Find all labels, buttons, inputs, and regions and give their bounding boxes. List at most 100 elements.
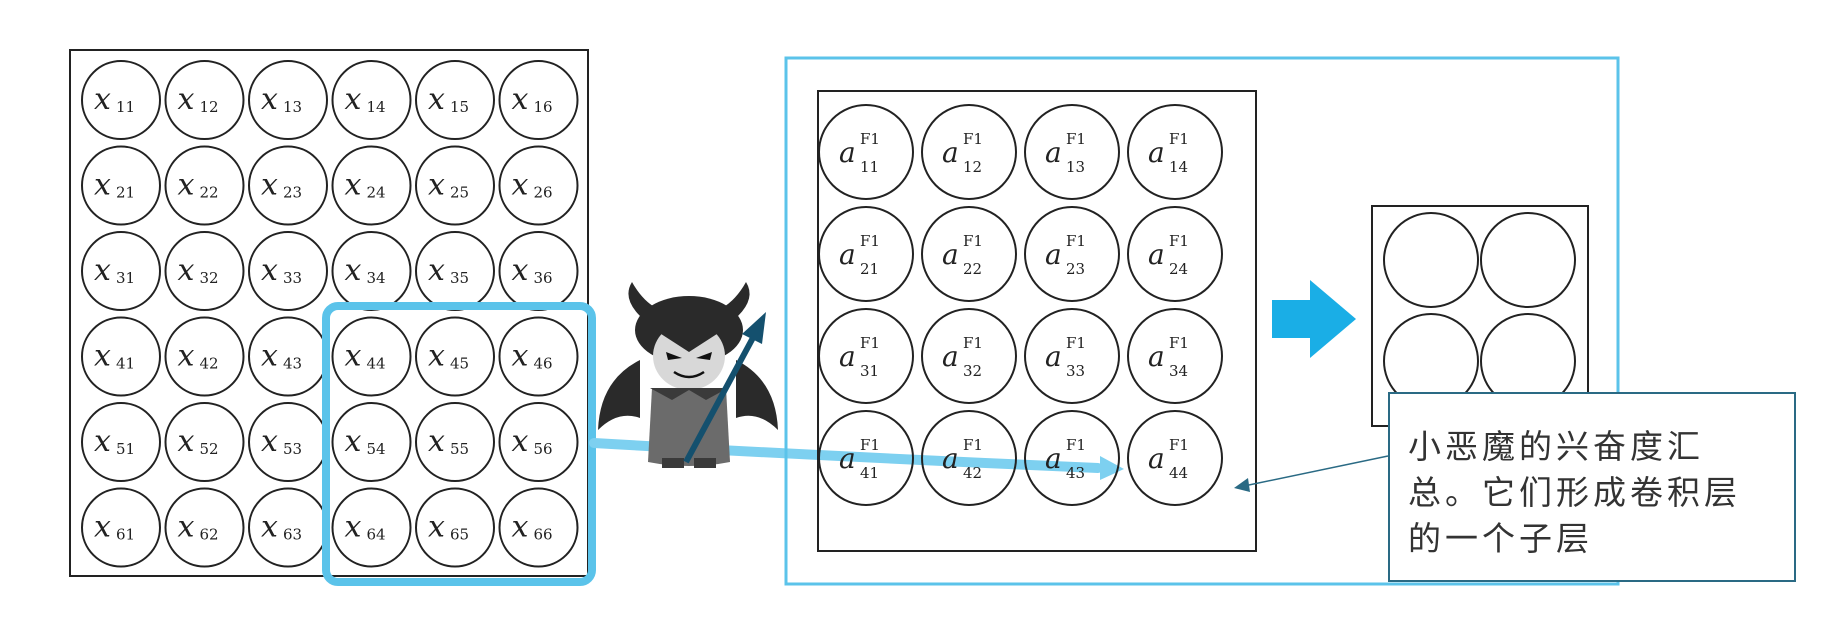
neuron-circle (498, 402, 579, 482)
neuron-subscript: 11 (860, 158, 879, 176)
neuron-circle (921, 206, 1017, 302)
neuron-subscript: 24 (367, 184, 386, 202)
annotation-line-1: 小恶魔的兴奋度汇 (1408, 427, 1704, 466)
neuron-circle (1127, 308, 1223, 404)
neuron-variable: x (178, 510, 195, 545)
excitation-arrowhead (742, 312, 766, 344)
neuron-circle (248, 60, 328, 140)
neuron-variable: x (178, 253, 195, 288)
neuron-variable: a (1148, 340, 1165, 373)
neuron-subscript: 63 (283, 526, 302, 544)
neuron-variable: x (345, 82, 362, 117)
neuron-circle (818, 308, 914, 404)
neuron-superscript: F1 (963, 130, 983, 148)
neuron-circle (164, 60, 245, 140)
neuron-variable: a (1148, 442, 1165, 475)
neuron-subscript: 23 (1066, 260, 1085, 278)
neuron-circle (921, 308, 1017, 404)
input-neuron: x 32 (164, 231, 245, 311)
neuron-circle (81, 231, 161, 311)
annotation-callout: 小恶魔的兴奋度汇 总。它们形成卷积层 的一个子层 (1388, 392, 1796, 582)
pooling-arrow (1272, 280, 1356, 358)
neuron-variable: x (94, 424, 111, 459)
neuron-subscript: 24 (1169, 260, 1188, 278)
neuron-variable: a (839, 340, 856, 373)
neuron-superscript: F1 (1169, 436, 1189, 454)
annotation-line-3: 的一个子层 (1408, 519, 1593, 558)
neuron-superscript: F1 (963, 436, 983, 454)
neuron-circle (81, 402, 161, 482)
neuron-variable: x (94, 510, 111, 545)
neuron-subscript: 12 (963, 158, 982, 176)
neuron-variable: a (839, 442, 856, 475)
neuron-circle (81, 60, 161, 140)
neuron-subscript: 33 (1066, 362, 1085, 380)
neuron-subscript: 33 (283, 269, 302, 287)
neuron-variable: x (178, 424, 195, 459)
neuron-subscript: 64 (367, 526, 386, 544)
neuron-subscript: 42 (963, 464, 982, 482)
neuron-subscript: 35 (450, 269, 469, 287)
neuron-subscript: 21 (860, 260, 879, 278)
neuron-variable: x (428, 510, 445, 545)
neuron-variable: x (428, 339, 445, 374)
neuron-circle (1024, 206, 1120, 302)
neuron-subscript: 41 (116, 355, 135, 373)
neuron-circle (498, 487, 579, 568)
neuron-variable: a (1045, 340, 1062, 373)
neuron-subscript: 32 (200, 269, 219, 287)
neuron-subscript: 44 (367, 355, 386, 373)
neuron-subscript: 13 (283, 98, 302, 116)
neuron-circle (1127, 206, 1223, 302)
neuron-variable: x (345, 253, 362, 288)
neuron-variable: a (1045, 442, 1062, 475)
neuron-variable: x (512, 424, 529, 459)
neuron-circle (1024, 308, 1120, 404)
neuron-variable: x (428, 82, 445, 117)
neuron-subscript: 11 (116, 98, 135, 116)
neuron-circle (415, 60, 495, 140)
neuron-superscript: F1 (1066, 436, 1086, 454)
neuron-variable: x (345, 168, 362, 203)
callout-pointer (1243, 455, 1389, 487)
neuron-circle (818, 206, 914, 302)
neuron-variable: x (345, 424, 362, 459)
neuron-superscript: F1 (860, 130, 880, 148)
neuron-variable: x (178, 82, 195, 117)
callout-pointer-head (1234, 478, 1250, 492)
neuron-subscript: 43 (1066, 464, 1085, 482)
neuron-variable: x (261, 82, 278, 117)
neuron-subscript: 55 (450, 440, 469, 458)
neuron-circle (1127, 410, 1223, 506)
neuron-circle (331, 60, 412, 140)
neuron-superscript: F1 (860, 232, 880, 250)
neuron-circle (331, 316, 412, 397)
neuron-superscript: F1 (1066, 334, 1086, 352)
neuron-subscript: 21 (116, 184, 135, 202)
neuron-variable: x (428, 424, 445, 459)
annotation-line-2: 总。它们形成卷积层 (1408, 473, 1741, 512)
neuron-variable: x (428, 168, 445, 203)
pooling-neuron (1383, 212, 1479, 308)
neuron-variable: x (428, 253, 445, 288)
